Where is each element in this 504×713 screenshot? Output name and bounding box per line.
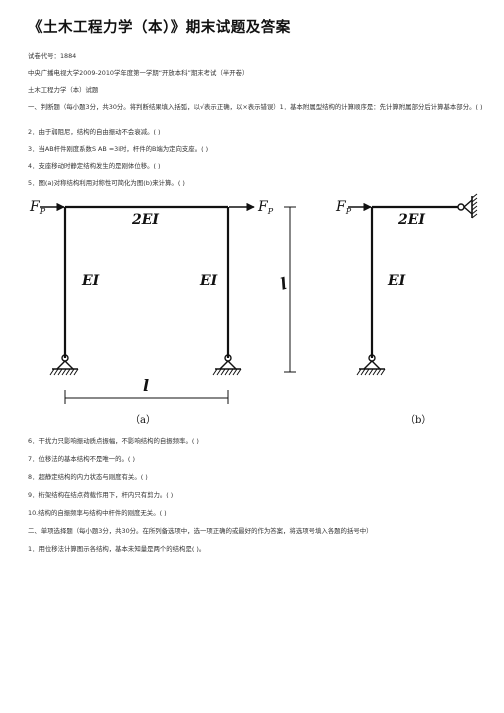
question-5: 5．图(a)对称结构利用对称性可简化为图(b)来计算。( ) [28,179,185,187]
question-6: 6．干扰力只影响振动质点振幅，不影响结构的自振频率。( ) [28,437,199,445]
choice-question-1: 1．用位移法计算图示各结构，基本未知量是两个的结构是( )。 [28,545,206,553]
roller-support-b [457,193,478,219]
span-label: l [143,376,149,395]
document-title: 《土木工程力学（本）》期末试题及答案 [28,20,291,36]
load-label-right: FP [257,199,274,216]
pin-support-right [212,354,242,376]
height-dimension: l [278,206,296,373]
question-7: 7．位移法的基本结构不是唯一的。( ) [28,455,135,463]
section-1-intro: 一、判断题（每小题3分，共30分。将判断结果填入括弧，以√表示正确，以×表示错误… [28,103,483,111]
caption-a: （a） [130,414,156,426]
load-label-b: FP [335,199,352,216]
question-9: 9．桁架结构在结点荷载作用下，杆内只有剪力。( ) [28,491,174,499]
paper-name: 土木工程力学（本）试题 [28,86,99,94]
pin-support-left [49,354,79,376]
exam-code: 试卷代号：1884 [28,52,77,60]
beam-label-a: 2EI [131,212,159,228]
frame-a: FP FP 2EI EI EI [29,199,296,426]
exam-header: 中央广播电视大学2009-2010学年度第一学期“开放本科”期末考试（半开卷） [28,69,249,77]
frame-b: FP 2EI EI （b） [335,193,478,426]
question-2: 2．由于弱阻尼，结构的自由振动不会衰减。( ) [28,128,161,136]
question-4: 4．支座移动时静定结构发生的是刚体位移。( ) [28,162,161,170]
beam-label-b: 2EI [397,212,425,228]
column-label-a-left: EI [81,273,100,289]
column-label-a-right: EI [199,273,218,289]
pin-support-b [356,354,386,376]
question-10: 10.结构的自振频率与结构中杆件的刚度无关。( ) [28,509,167,517]
section-2-intro: 二、单项选择题（每小题3分，共30分。在所列备选项中，选一项正确的或最好的作为答… [28,527,373,535]
caption-b: （b） [405,414,431,426]
question-3: 3．当AB杆件刚度系数S AB =3i时，杆件的B端为定向支座。( ) [28,145,209,153]
column-label-b: EI [387,273,406,289]
span-dimension: l [64,376,229,404]
frame-figure: FP FP 2EI EI EI [29,193,478,426]
load-label-left: FP [29,199,46,216]
height-label: l [278,274,289,294]
question-8: 8．超静定结构的内力状态与刚度有关。( ) [28,473,148,481]
